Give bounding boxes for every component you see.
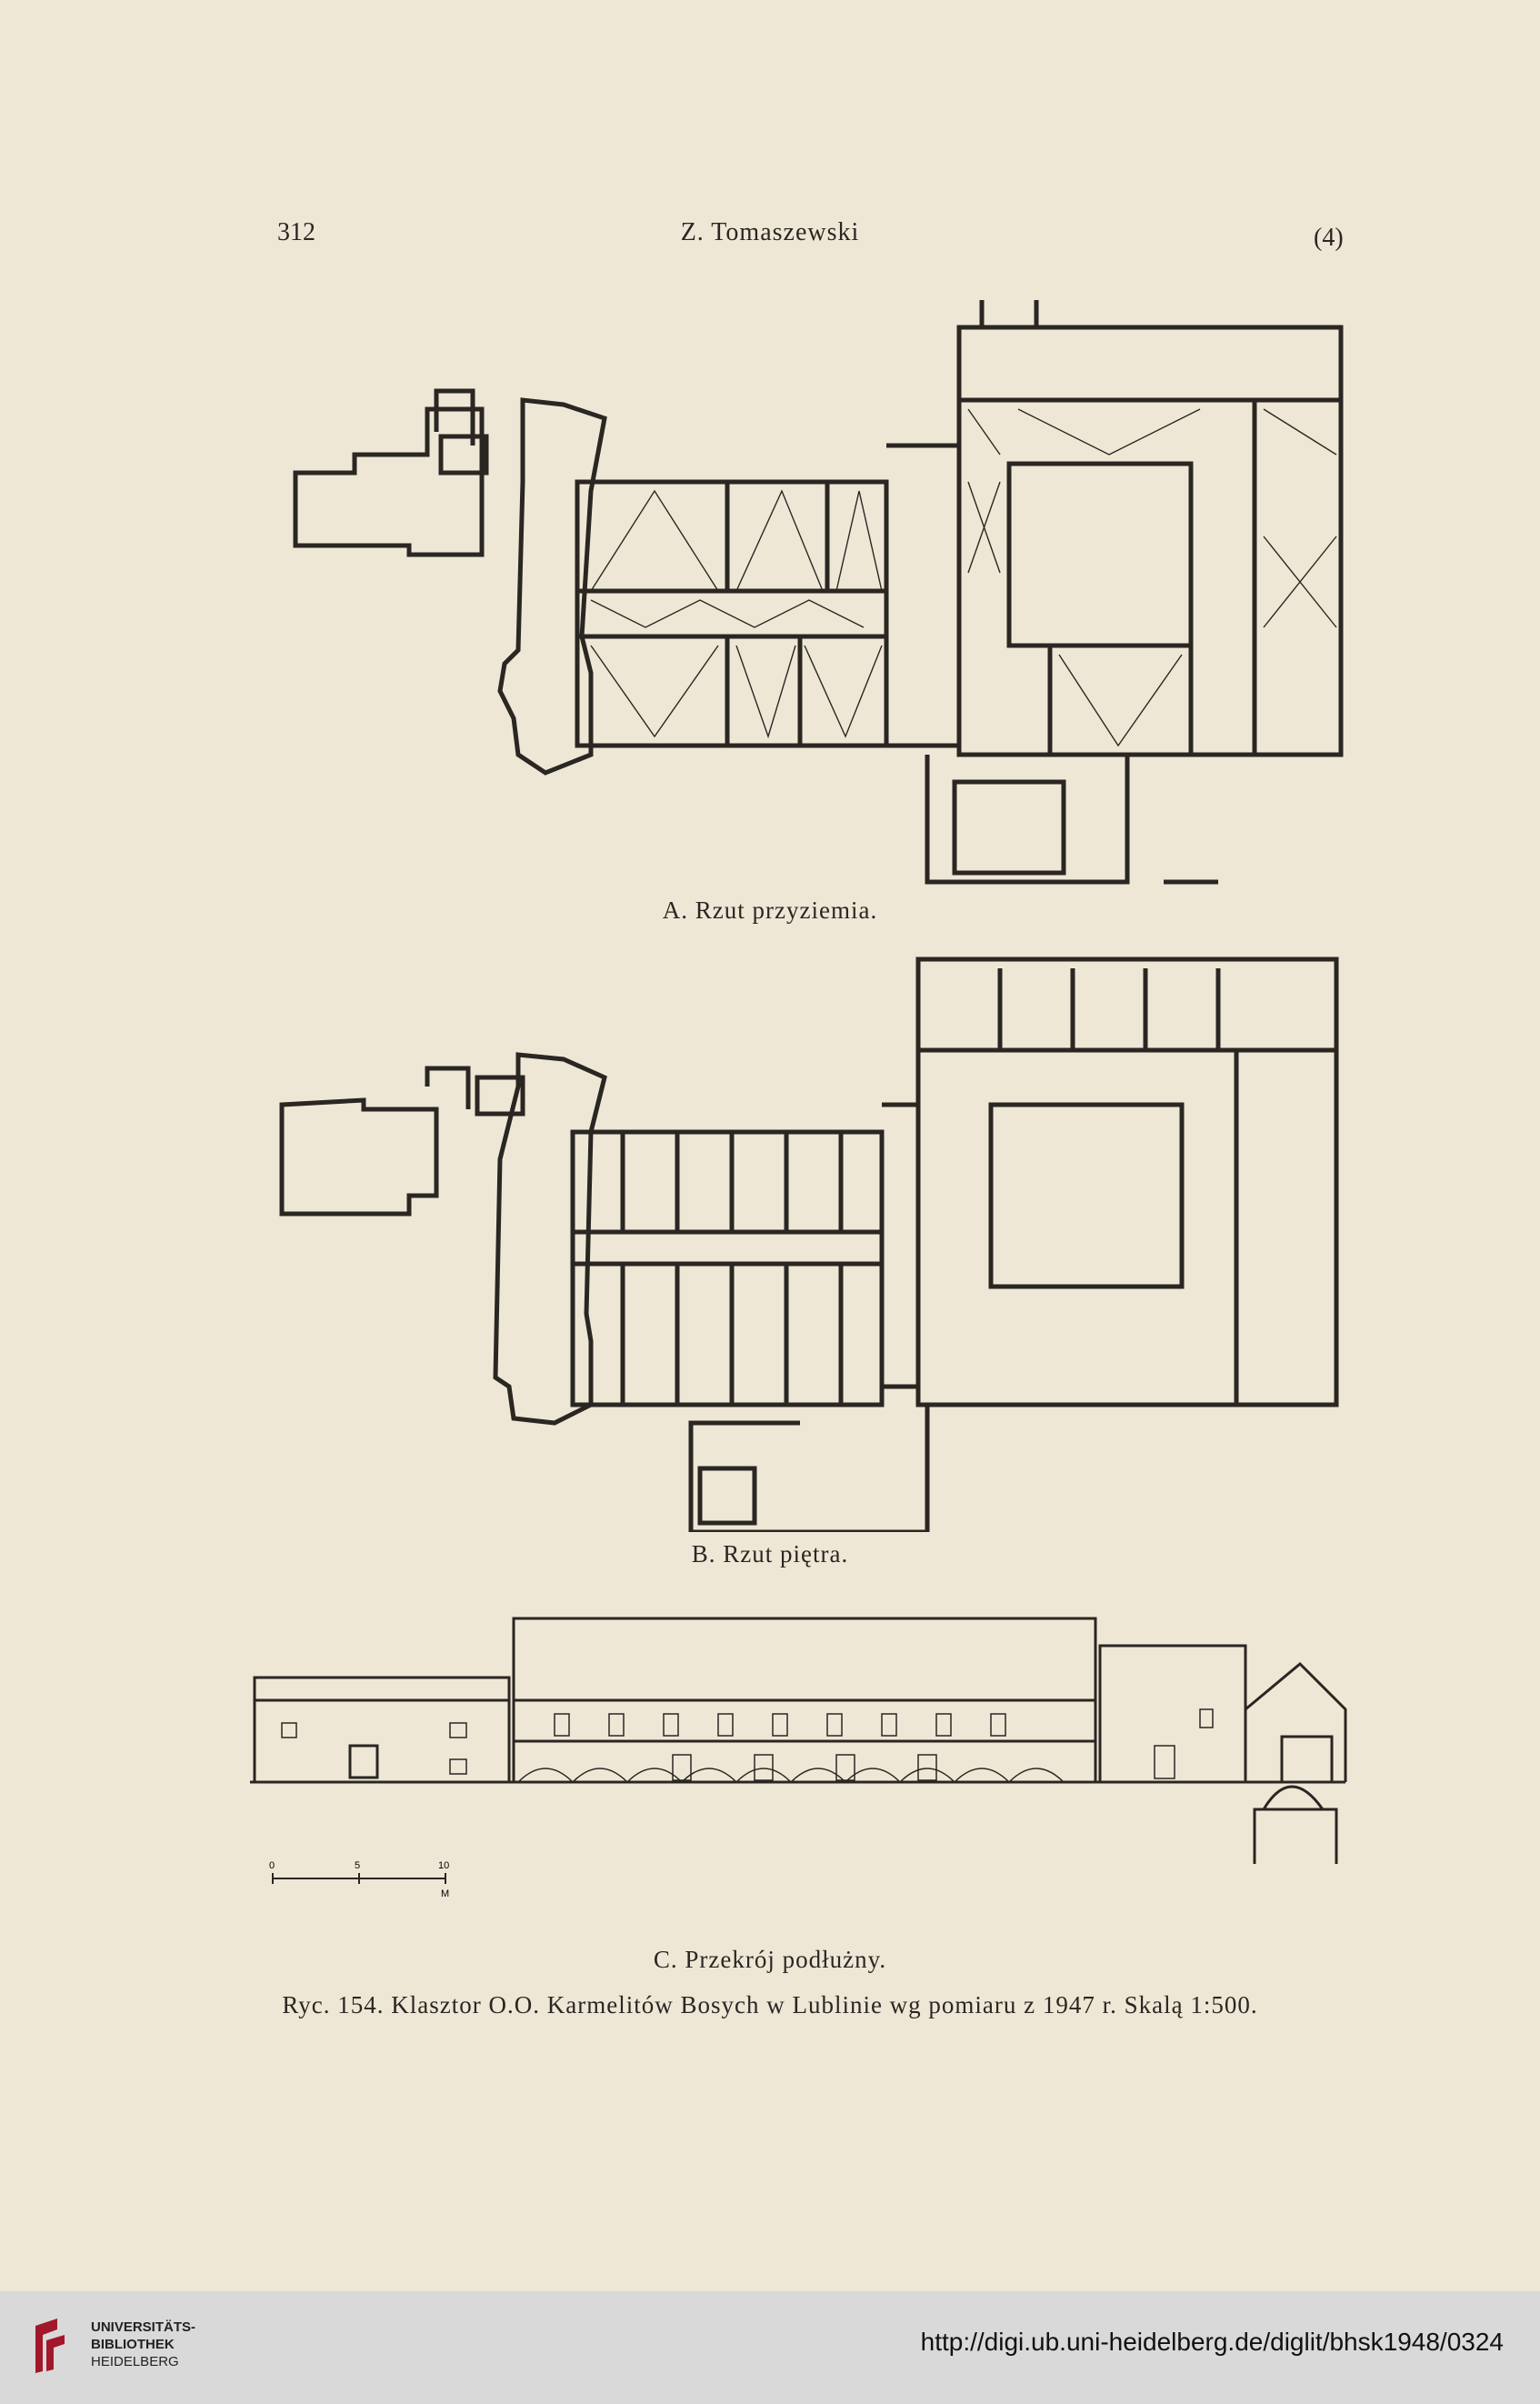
section-c-longitudinal [250,1617,1347,1864]
scale-tick-10: 10 [438,1860,449,1871]
section-c-caption: C. Przekrój podłużny. [653,1946,887,1973]
library-name-line2: BIBLIOTHEK [91,2337,175,2352]
figure-caption: Ryc. 154. Klasztor O.O. Karmelitów Bosyc… [282,1991,1258,2018]
running-header: 312 Z. Tomaszewski (4) [0,218,1540,255]
scale-tick-0: 0 [269,1860,275,1871]
scale-tick-5: 5 [355,1860,360,1871]
scanned-page: 312 Z. Tomaszewski (4) [0,218,1540,2018]
section-number: (4) [1314,224,1344,252]
plan-a-ground-floor [293,300,1344,885]
plan-b-caption: B. Rzut piętra. [691,1540,849,1568]
running-title: Z. Tomaszewski [680,218,860,246]
library-footer: UNIVERSITÄTS- BIBLIOTHEK HEIDELBERG http… [0,2291,1540,2404]
permalink-url[interactable]: http://digi.ub.uni-heidelberg.de/diglit/… [920,2328,1504,2356]
library-name-line1: UNIVERSITÄTS- [91,2319,196,2335]
page-number: 312 [277,218,315,246]
library-name-line3: HEIDELBERG [91,2354,179,2369]
university-library-logo-icon [35,2319,65,2373]
scale-bar: 0 5 10 M [269,1860,449,1899]
library-name: UNIVERSITÄTS- BIBLIOTHEK HEIDELBERG [91,2319,195,2370]
scale-unit: M [441,1888,449,1899]
plan-a-caption: A. Rzut przyziemia. [662,896,878,924]
plan-b-upper-floor [279,957,1339,1532]
